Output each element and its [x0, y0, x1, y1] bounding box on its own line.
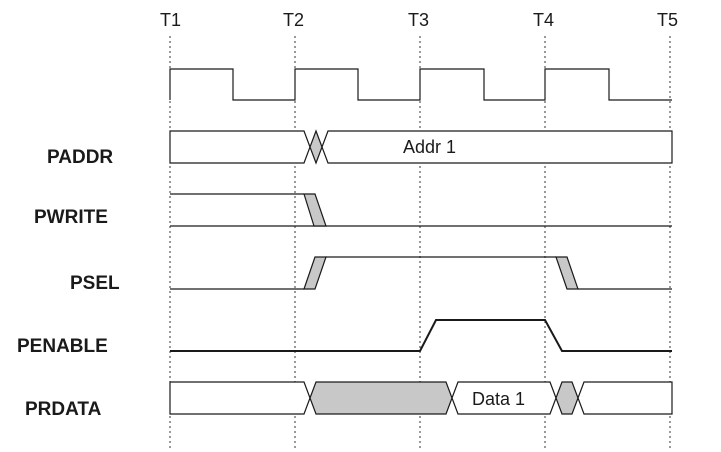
- time-label-t1: T1: [160, 10, 181, 30]
- prdata-transition: [555, 381, 579, 415]
- pwrite-transition: [303, 193, 327, 227]
- time-label-t2: T2: [283, 10, 304, 30]
- psel-fall-transition: [555, 256, 579, 290]
- prdata-segment-post: [577, 381, 673, 415]
- paddr-waveform: Addr 1: [169, 129, 673, 165]
- psel-waveform: [170, 256, 672, 290]
- pwrite-waveform: [170, 193, 672, 227]
- prdata-invalid-region: [309, 381, 453, 415]
- signal-label-penable: PENABLE: [17, 336, 108, 357]
- psel-rise-transition: [303, 256, 327, 290]
- signal-label-pwrite: PWRITE: [34, 207, 108, 228]
- time-label-t4: T4: [533, 10, 554, 30]
- prdata-waveform: Data 1: [169, 381, 673, 415]
- time-label-t5: T5: [657, 10, 678, 30]
- signal-label-psel: PSEL: [70, 273, 120, 294]
- clock-waveform: [169, 68, 672, 101]
- signal-label-prdata: PRDATA: [25, 399, 102, 420]
- signal-label-paddr: PADDR: [47, 147, 113, 168]
- prdata-value-label: Data 1: [472, 389, 525, 409]
- time-label-t3: T3: [408, 10, 429, 30]
- paddr-transition: [309, 129, 323, 165]
- paddr-segment-pre: [169, 130, 311, 164]
- paddr-segment-addr: [321, 130, 673, 164]
- prdata-segment-pre: [169, 381, 311, 415]
- penable-waveform: [170, 319, 672, 352]
- paddr-value-label: Addr 1: [403, 137, 456, 157]
